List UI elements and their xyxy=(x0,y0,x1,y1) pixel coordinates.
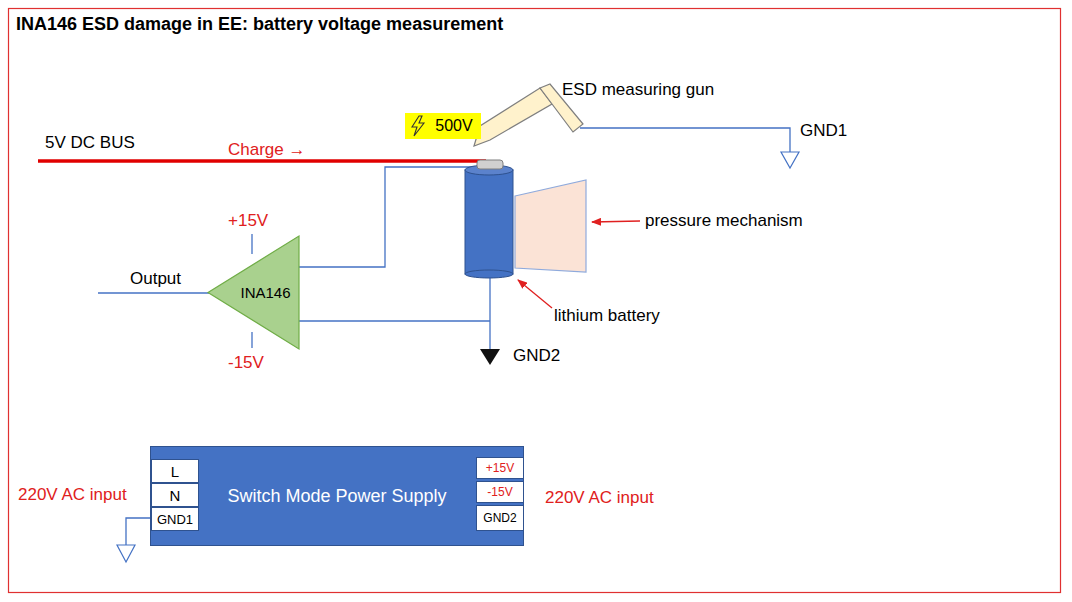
terminal-box: GND2 xyxy=(476,505,524,531)
leader-arrow xyxy=(592,221,640,222)
input-label: 220V AC input xyxy=(18,485,127,505)
node-text: L xyxy=(171,463,179,480)
terminal-box: +15V xyxy=(476,457,524,479)
node-text: GND2 xyxy=(483,511,516,525)
power-supply-box: Switch Mode Power Supply LN GND1 +15V -15V GN… xyxy=(150,446,524,546)
node-text: INA146 xyxy=(240,284,290,301)
node-text: +15V xyxy=(486,461,514,475)
signal-label: Output xyxy=(130,269,181,289)
terminal-box: GND1 xyxy=(151,507,199,531)
node-text: -15V xyxy=(487,485,512,499)
ground-wire xyxy=(580,128,790,152)
node-text: N xyxy=(170,487,181,504)
terminal-box: -15V xyxy=(476,481,524,503)
ground-label: GND1 xyxy=(800,121,847,141)
bus-label: 5V DC BUS xyxy=(45,133,135,153)
signal-label: Charge → xyxy=(228,140,305,160)
ground-wire xyxy=(489,276,490,349)
amplifier-outline xyxy=(208,236,299,349)
voltage-highlight: 500V xyxy=(405,113,481,139)
node-text: 500V xyxy=(435,117,472,135)
ground-symbol xyxy=(480,349,500,365)
supply-lead xyxy=(251,234,252,254)
part-label: pressure mechanism xyxy=(645,211,803,231)
pressure-mechanism xyxy=(515,180,586,272)
node-text: GND1 xyxy=(157,512,193,527)
part-label: ESD measuring gun xyxy=(562,80,714,100)
input-label: 220V AC input xyxy=(545,488,654,508)
battery-terminal xyxy=(477,160,503,169)
battery-body xyxy=(465,170,513,274)
amplifier-triangle: INA146 xyxy=(208,236,299,349)
battery-body xyxy=(465,270,513,278)
part-label: lithium battery xyxy=(554,306,660,326)
supply-lead xyxy=(251,332,252,348)
sense-wire xyxy=(298,167,480,267)
ground-symbol xyxy=(781,152,799,168)
ground-wire xyxy=(126,518,150,545)
supply-label: -15V xyxy=(228,353,264,373)
leader-arrow xyxy=(518,280,552,308)
frame xyxy=(9,9,1061,593)
ground-label: GND2 xyxy=(513,346,560,366)
node-text: Switch Mode Power Supply xyxy=(227,486,446,507)
supply-label: +15V xyxy=(228,211,268,231)
diagram-title: INA146 ESD damage in EE: battery voltage… xyxy=(16,14,503,35)
ground-symbol xyxy=(117,545,135,562)
lightning-icon xyxy=(409,115,427,137)
output-wire xyxy=(98,292,209,293)
terminal-box: N xyxy=(151,483,199,507)
esd-gun-barrel xyxy=(474,88,552,146)
sense-wire xyxy=(298,320,490,321)
lightning-icon xyxy=(412,116,424,136)
dc-bus-wire xyxy=(38,159,486,163)
terminal-box: L xyxy=(151,459,199,483)
